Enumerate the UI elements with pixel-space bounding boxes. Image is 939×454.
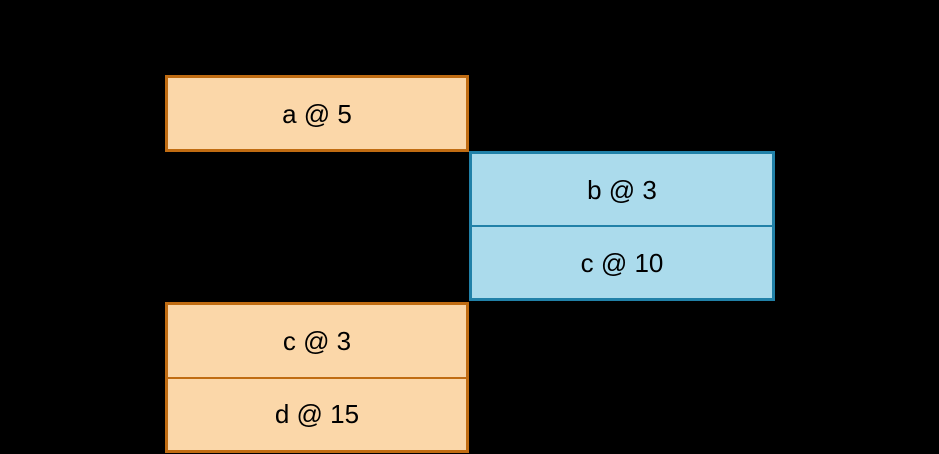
task-box-b-label: b @ 3 — [587, 174, 657, 205]
task-box-c3-label: c @ 3 — [282, 325, 352, 356]
task-box-d: d @ 15 — [168, 376, 466, 451]
task-box-c10-label: c @ 10 — [580, 247, 664, 278]
task-box-a: a @ 5 — [165, 75, 469, 152]
task-box-c3: c @ 3 — [168, 305, 466, 377]
task-box-c10: c @ 10 — [472, 225, 772, 298]
task-group-orange: c @ 3 d @ 15 — [165, 302, 469, 453]
task-group-blue: b @ 3 c @ 10 — [469, 151, 775, 301]
task-box-b: b @ 3 — [472, 154, 772, 225]
task-box-d-label: d @ 15 — [274, 399, 360, 430]
task-box-a-label: a @ 5 — [282, 98, 352, 129]
